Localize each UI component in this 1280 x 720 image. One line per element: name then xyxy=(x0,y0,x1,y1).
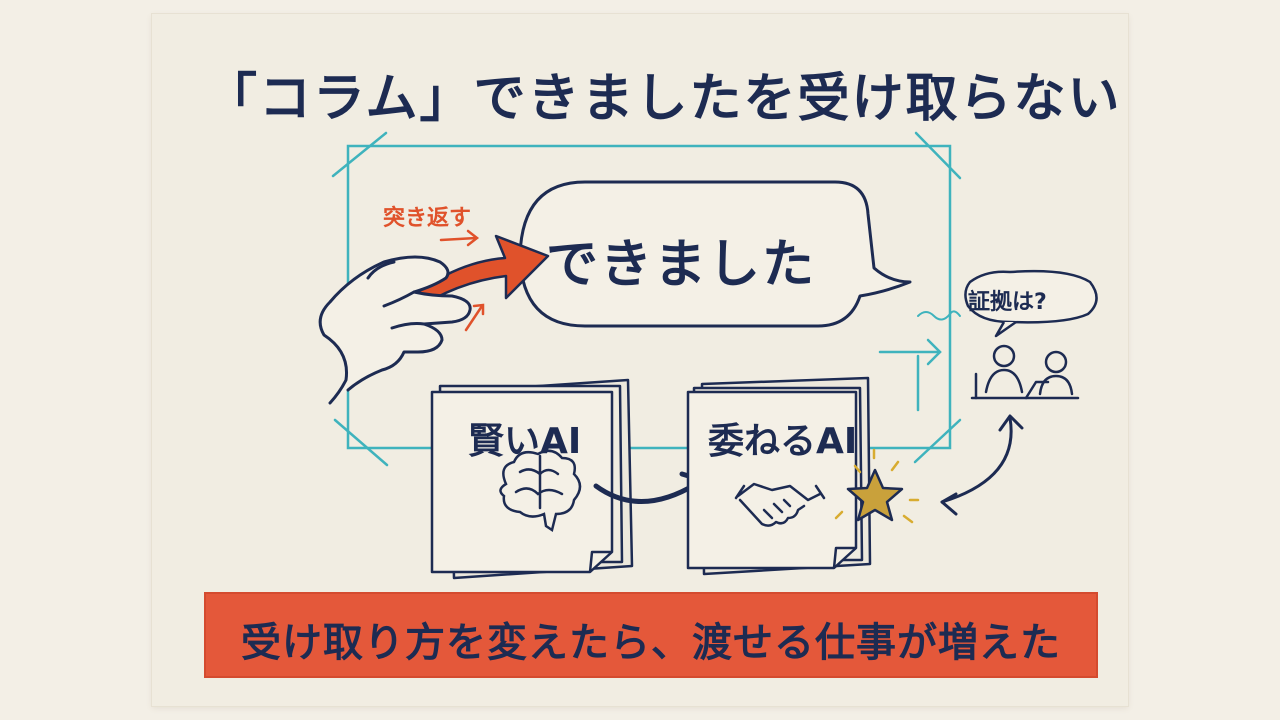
star-icon xyxy=(834,448,920,524)
brain-icon xyxy=(499,449,582,533)
handshake-icon xyxy=(734,482,826,527)
small-arrow-icon xyxy=(439,229,485,332)
speech-bubble xyxy=(518,180,912,328)
question-label: 証拠は? xyxy=(968,290,1047,315)
page-title: 「コラム」できましたを受け取らない xyxy=(205,69,1122,129)
paper-background xyxy=(152,14,1128,706)
card-label-delegating-ai: 委ねるAI xyxy=(708,421,858,462)
conclusion-banner: 受け取り方を変えたら、渡せる仕事が増えた xyxy=(204,592,1098,678)
conclusion-text: 受け取り方を変えたら、渡せる仕事が増えた xyxy=(241,620,1061,666)
squiggle xyxy=(917,310,961,321)
two-way-arrow-icon xyxy=(940,414,1024,516)
people-at-desk-icon xyxy=(970,344,1080,400)
pushback-label: 突き返す xyxy=(383,206,472,231)
card-label-smart-ai: 賢いAI xyxy=(468,421,582,462)
card-smart-ai xyxy=(430,378,634,580)
hand-icon xyxy=(318,255,472,405)
card-delegating-ai xyxy=(686,376,872,576)
speech-bubble-text: できました xyxy=(546,235,817,295)
